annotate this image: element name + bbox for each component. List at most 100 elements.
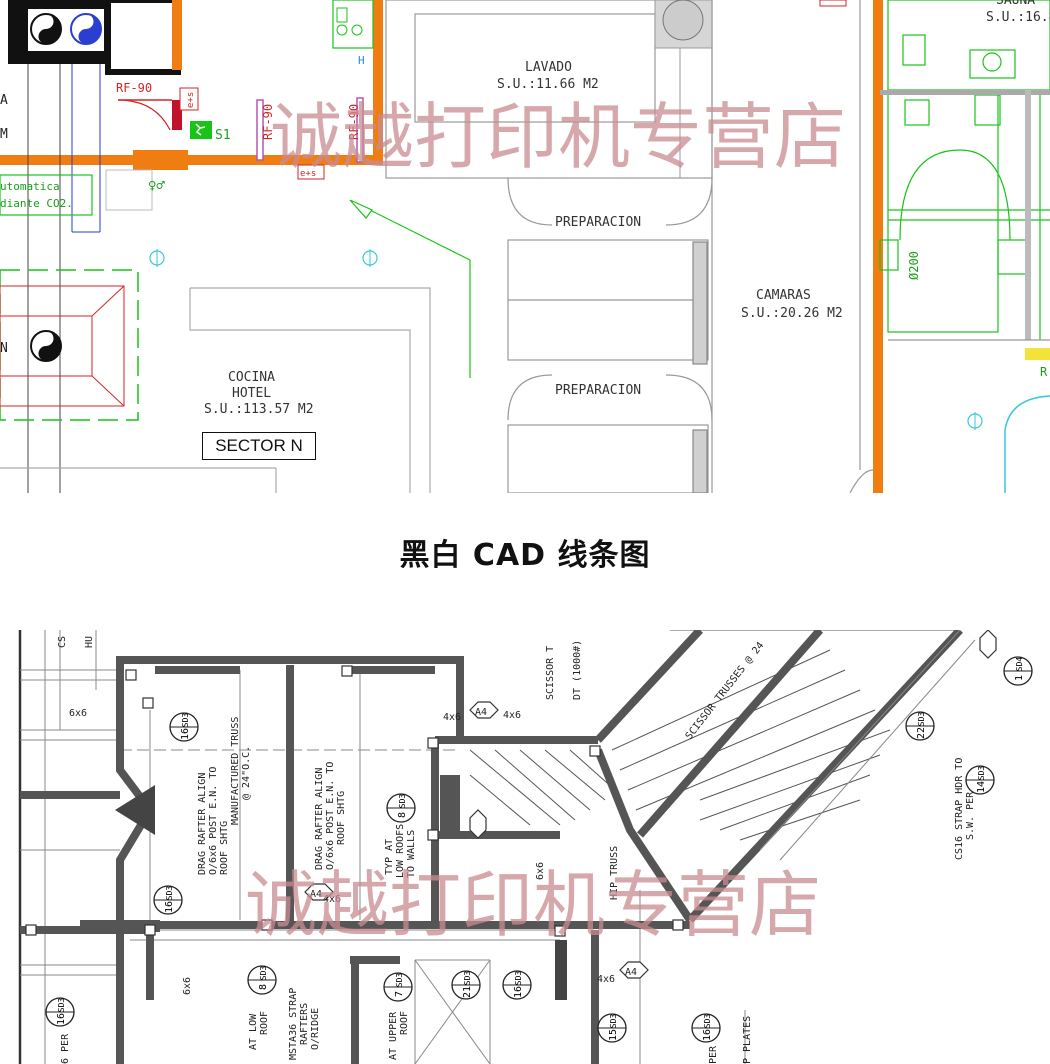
orange-walls: [0, 0, 883, 493]
room-area-sauna: S.U.:16.87: [986, 10, 1050, 25]
note-text: DRAG RAFTER ALIGN: [197, 773, 208, 875]
exit-sign-icon: [190, 121, 212, 139]
note-text: O/6x6 POST E.N. TO: [325, 762, 336, 870]
bubble-number: 7: [394, 991, 405, 997]
co2-label-1: utomatica: [0, 180, 60, 193]
eis-label-b: e+s: [300, 169, 316, 179]
rf90-label-a: RF-90: [116, 81, 152, 95]
color-cad-plan-svg: utomatica diante CO2. A M N RF-90 RF-90 …: [0, 0, 1050, 493]
hex-tag: [469, 809, 487, 839]
hex-tag: [469, 701, 499, 719]
room-name-preparacion-2: PREPARACION: [555, 383, 641, 398]
pipe-diameter-label: Ø200: [907, 251, 921, 280]
restroom-icon: ♀♂: [148, 178, 165, 194]
note-text: ROOF: [259, 1011, 270, 1035]
note-text: A4: [310, 889, 322, 900]
bubble-number: 16: [702, 1029, 713, 1041]
room-tag-r: R: [1040, 365, 1048, 379]
note-text: O/6x6 POST E.N. TO: [208, 767, 219, 875]
bubble-sheet: SD3: [165, 886, 174, 901]
note-text: 6x6: [69, 708, 87, 719]
bubble-number: 16: [180, 728, 191, 740]
co2-label-2: diante CO2.: [0, 197, 73, 210]
note-text: RAFTERS: [299, 1003, 310, 1045]
hex-tag: [979, 630, 997, 659]
room-area-hotel: S.U.:113.57 M2: [204, 402, 314, 417]
note-text: ROOF: [399, 1011, 410, 1035]
bubble-number: 8: [397, 812, 408, 818]
note-text: CS: [57, 636, 68, 648]
note-text: S.W. PER: [965, 791, 976, 840]
bubble-number: 16: [513, 986, 524, 998]
note-text: LOW ROOFS: [395, 824, 406, 878]
left-letter-m: M: [0, 127, 8, 142]
bubble-number: 16: [164, 901, 175, 913]
bubble-sheet: SD3: [977, 766, 986, 781]
bubble-sheet: SD3: [917, 712, 926, 727]
note-text: DT (1000#): [572, 640, 583, 700]
room-name-camaras: CAMARAS: [756, 288, 811, 303]
color-cad-plan: utomatica diante CO2. A M N RF-90 RF-90 …: [0, 0, 1050, 493]
direction-arrow-icon: [115, 785, 155, 835]
room-name-preparacion-1: PREPARACION: [555, 215, 641, 230]
bubble-sheet: SD3: [703, 1014, 712, 1029]
escape-arrow-icon: [349, 199, 373, 219]
bubble-number: 14: [976, 781, 987, 793]
bubble-number: 15: [608, 1029, 619, 1041]
room-area-lavado: S.U.:11.66 M2: [497, 77, 599, 92]
bw-cad-plan-svg: 16SD316SD38SD322SD314SD31SD48SD37SD321SD…: [0, 630, 1050, 1064]
note-text: 4x6: [597, 974, 615, 985]
room-name-hotel: HOTEL: [232, 386, 271, 401]
note-text: 4x6: [503, 710, 521, 721]
s1-label: S1: [215, 128, 231, 143]
bubble-sheet: SD3: [259, 966, 268, 981]
note-text: 4x6: [443, 712, 461, 723]
bubble-sheet: SD3: [395, 973, 404, 988]
room-area-camaras: S.U.:20.26 M2: [741, 306, 843, 321]
note-text: 6x6: [182, 977, 193, 995]
eis-label-a: e+s: [186, 92, 196, 108]
left-letter-n: N: [0, 341, 8, 356]
note-text: A4: [475, 707, 487, 718]
note-text: A4: [625, 967, 637, 978]
note-text: MANUFACTURED TRUSS: [230, 717, 241, 825]
note-text: @ 24"O.C.: [241, 746, 252, 800]
note-text: AT LOW: [248, 1013, 259, 1050]
note-text: O/RIDGE: [310, 1008, 321, 1050]
note-text: PER: [708, 1045, 719, 1064]
note-text: TO WALLS: [406, 830, 417, 878]
section-bubble: 8 SD3: [247, 965, 277, 995]
note-text: CS16 STRAP HDR TO: [954, 758, 965, 860]
bubble-sheet: SD3: [181, 713, 190, 728]
bubble-sheet: SD3: [609, 1014, 618, 1029]
section-bubbles: 16SD316SD38SD322SD314SD31SD48SD37SD321SD…: [45, 656, 1033, 1043]
watermark-bottom: 诚越打印机专营店: [245, 863, 821, 947]
section-bubble: 7 SD3: [383, 972, 413, 1002]
note-text: 6x6: [535, 862, 546, 880]
hex-tag: [619, 961, 649, 979]
bubble-sheet: SD3: [463, 971, 472, 986]
caption-title: 黑白 CAD 线条图: [399, 538, 651, 573]
sector-label: SECTOR N: [202, 432, 316, 460]
bubble-number: 22: [916, 727, 927, 739]
note-text: ROOF SHTG: [336, 791, 347, 845]
bubble-sheet: SD3: [514, 971, 523, 986]
note-text: 6 PER: [60, 1033, 71, 1064]
note-text: HIP TRUSS: [609, 846, 620, 900]
left-letter-a: A: [0, 93, 8, 108]
bubble-number: 8: [258, 984, 269, 990]
note-text: MSTA36 STRAP: [288, 988, 299, 1060]
watermark-top: 诚越打印机专营店: [270, 95, 846, 179]
